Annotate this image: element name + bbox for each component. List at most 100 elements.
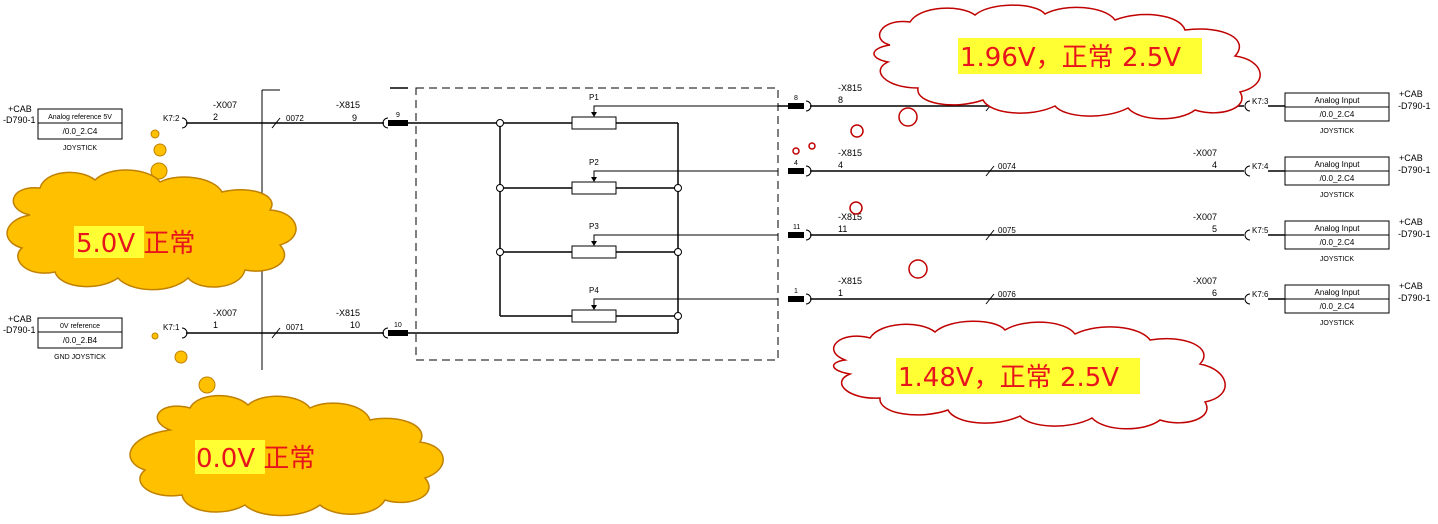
right-row-2-pin: K7:4 — [1252, 162, 1269, 171]
right-row-4-box-sub: JOYSTICK — [1320, 320, 1355, 327]
right-row-1-box-title: Analog Input — [1315, 96, 1361, 105]
callout-148v-text: 1.48V，正常 2.5V — [898, 363, 1119, 393]
right-row-2-box-ref: /0.0_2.C4 — [1320, 174, 1355, 183]
right-row-2: 4 -X815 4 0074 -X007 4 K7:4 Analog Input… — [788, 148, 1431, 199]
right-row-2-box-title: Analog Input — [1315, 160, 1361, 169]
pot-p4-label: P4 — [589, 286, 599, 295]
pot-p1 — [571, 116, 617, 130]
right-row-3-box-title: Analog Input — [1315, 224, 1361, 233]
left-top-box-ref: /0.0_2.C4 — [63, 127, 98, 136]
right-row-1: 8 -X815 8 K7:3 Analog Input /0.0_2.C4 JO… — [778, 83, 1431, 135]
right-row-4-wire: 0076 — [998, 290, 1016, 299]
potentiometer-network: P1 P2 P3 P4 — [496, 93, 778, 334]
right-row-4-conn-pin: 1 — [838, 288, 843, 298]
right-row-2-wire: 0074 — [998, 162, 1016, 171]
left-bottom-terminal — [388, 330, 408, 336]
right-row-4-conn-name: -X815 — [838, 276, 862, 286]
right-row-2-conn-pin: 4 — [838, 160, 843, 170]
junction-dots — [496, 119, 682, 320]
pot-p2 — [571, 181, 617, 195]
callout-0v: 0.0V 正常 — [129, 332, 444, 517]
right-row-4-pin: K7:6 — [1252, 290, 1269, 299]
left-bottom-device: -D790-1 — [3, 325, 36, 335]
cloud-0v — [129, 394, 444, 517]
right-row-4-box-title: Analog Input — [1315, 288, 1361, 297]
left-top-pin: K7:2 — [163, 114, 180, 123]
right-row-4-conn2-pin: 6 — [1212, 288, 1217, 298]
right-row-4-box-ref: /0.0_2.C4 — [1320, 302, 1355, 311]
callout-0v-note: 正常 — [255, 444, 315, 474]
pot-p1-label: P1 — [589, 93, 599, 102]
pot-p2-label: P2 — [589, 158, 599, 167]
callout-5v-value: 5.0V — [76, 229, 135, 259]
left-top-device: -D790-1 — [3, 115, 36, 125]
left-bottom-box-ref: /0.0_2.B4 — [63, 336, 98, 345]
callout-0v-value: 0.0V — [196, 444, 255, 474]
right-row-1-box-ref: /0.0_2.C4 — [1320, 110, 1355, 119]
left-top-box-sub: JOYSTICK — [63, 145, 98, 152]
left-top-conn-pin: 2 — [213, 112, 218, 122]
cloud-5v — [6, 169, 297, 291]
right-row-3-wire: 0075 — [998, 226, 1016, 235]
right-row-3-conn-pin: 11 — [838, 224, 847, 234]
left-top-cab: +CAB — [8, 104, 32, 114]
left-bottom-box-sub: GND JOYSTICK — [54, 354, 106, 361]
right-row-4-term: 1 — [794, 288, 798, 295]
right-row-3-conn2-pin: 5 — [1212, 224, 1217, 234]
right-row-1-device: -D790-1 — [1398, 101, 1431, 111]
left-top-conn2-pin: 9 — [352, 113, 357, 123]
callout-148v: 1.48V，正常 2.5V — [832, 201, 1226, 430]
right-row-3-conn2-name: -X007 — [1193, 212, 1217, 222]
left-top-term: 9 — [396, 112, 400, 119]
callout-5v-note: 正常 — [135, 229, 195, 259]
right-row-2-conn2-name: -X007 — [1193, 148, 1217, 158]
left-bottom-wire: 0071 — [286, 323, 304, 332]
right-row-1-conn-name: -X815 — [838, 83, 862, 93]
right-row-4-conn2-name: -X007 — [1193, 276, 1217, 286]
right-row-3-box-sub: JOYSTICK — [1320, 256, 1355, 263]
left-bottom-conn-name: -X007 — [213, 308, 237, 318]
right-row-4-device: -D790-1 — [1398, 293, 1431, 303]
pot-p4 — [571, 309, 617, 323]
left-bottom-cab: +CAB — [8, 314, 32, 324]
left-bottom-conn2-pin: 10 — [350, 320, 360, 330]
callout-196v-text: 1.96V，正常 2.5V — [960, 43, 1181, 73]
right-row-2-term: 4 — [794, 160, 798, 167]
right-row-1-cab: +CAB — [1399, 89, 1423, 99]
right-row-1-pin: K7:3 — [1252, 97, 1269, 106]
svg-text:5.0V 正常: 5.0V 正常 — [76, 229, 195, 259]
left-bottom-conn2-name: -X815 — [336, 308, 360, 318]
right-row-4-cab: +CAB — [1399, 281, 1423, 291]
right-row-2-conn-name: -X815 — [838, 148, 862, 158]
callout-196v: 1.96V，正常 2.5V — [792, 4, 1261, 155]
right-row-3-box-ref: /0.0_2.C4 — [1320, 238, 1355, 247]
left-bottom-circuit: +CAB -D790-1 0V reference /0.0_2.B4 GND … — [3, 308, 500, 361]
right-row-2-cab: +CAB — [1399, 153, 1423, 163]
left-top-box-title: Analog reference 5V — [48, 114, 112, 121]
right-row-1-term: 8 — [794, 95, 798, 102]
right-row-1-box-sub: JOYSTICK — [1320, 128, 1355, 135]
left-top-conn2-name: -X815 — [336, 100, 360, 110]
left-top-conn-name: -X007 — [213, 100, 237, 110]
right-row-3-device: -D790-1 — [1398, 229, 1431, 239]
left-bottom-term: 10 — [394, 322, 402, 329]
right-row-3-cab: +CAB — [1399, 217, 1423, 227]
left-bottom-conn-pin: 1 — [213, 320, 218, 330]
joystick-enclosure — [415, 87, 779, 361]
right-row-3-conn-name: -X815 — [838, 212, 862, 222]
right-row-3-pin: K7:5 — [1252, 226, 1269, 235]
callout-5v: 5.0V 正常 — [6, 129, 297, 291]
left-top-circuit: +CAB -D790-1 Analog reference 5V /0.0_2.… — [3, 100, 500, 152]
left-bottom-pin: K7:1 — [163, 323, 180, 332]
pot-p3-label: P3 — [589, 222, 599, 231]
right-row-2-device: -D790-1 — [1398, 165, 1431, 175]
svg-text:0.0V 正常: 0.0V 正常 — [196, 444, 315, 474]
right-row-2-conn2-pin: 4 — [1212, 160, 1217, 170]
right-row-4: 1 -X815 1 0076 -X007 6 K7:6 Analog Input… — [788, 276, 1431, 327]
left-bottom-box-title: 0V reference — [60, 323, 100, 330]
pot-p3 — [571, 245, 617, 259]
right-row-2-box-sub: JOYSTICK — [1320, 192, 1355, 199]
left-top-wire: 0072 — [286, 114, 304, 123]
right-row-3-term: 11 — [793, 224, 800, 231]
